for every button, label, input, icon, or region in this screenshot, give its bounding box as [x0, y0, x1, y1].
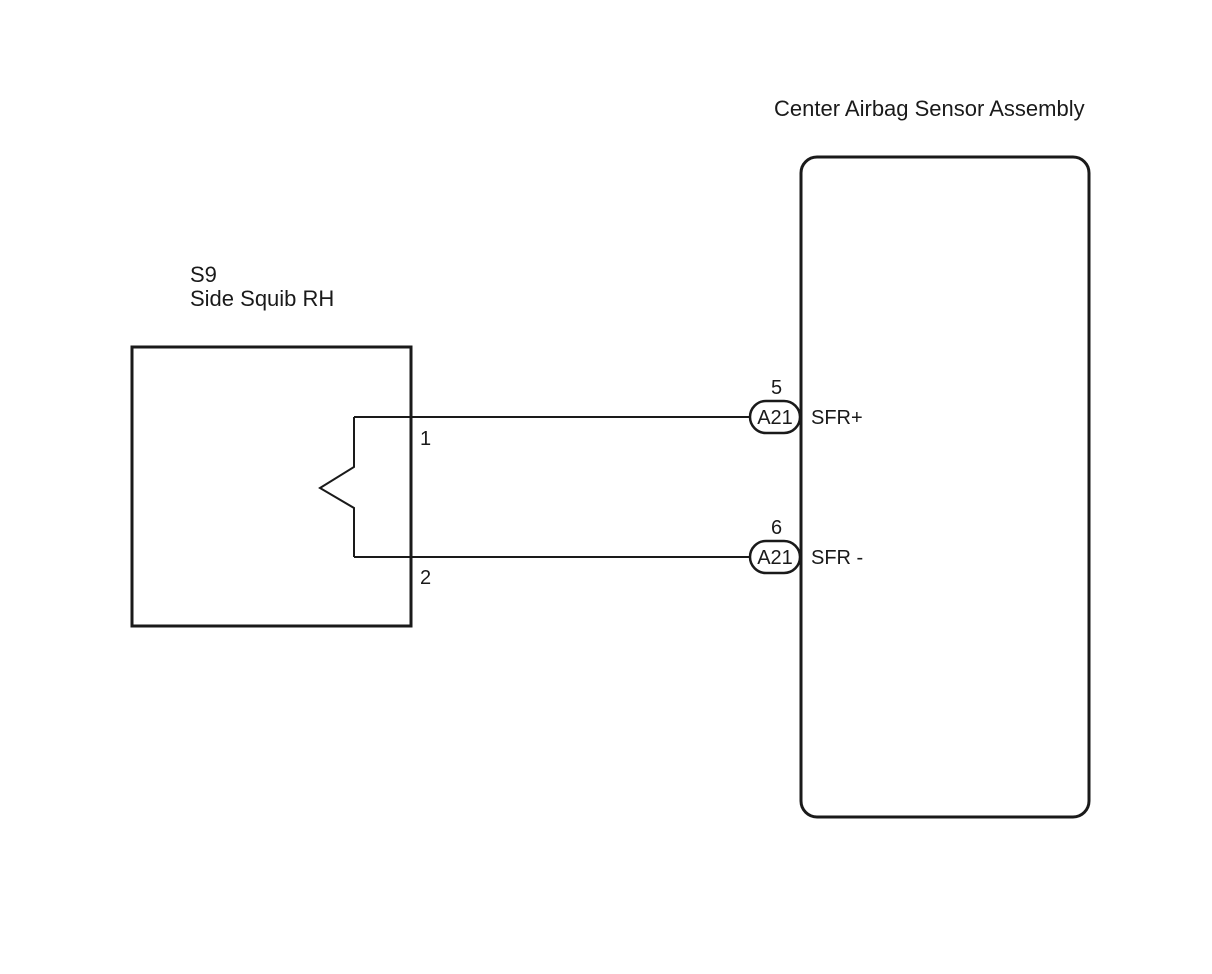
connector-label: A21 [757, 407, 793, 429]
squib-element [318, 417, 355, 557]
squib-code: S9 [190, 262, 217, 287]
ecu-box [799, 155, 1091, 819]
squib-pin-1: 1 [420, 428, 431, 450]
ecu-pin-6: 6 [771, 517, 782, 539]
connector-label: A21 [757, 547, 793, 569]
squib-name: Side Squib RH [190, 286, 334, 311]
signal-sfr-plus: SFR+ [811, 407, 863, 429]
squib-box [130, 345, 413, 628]
connector-oval [748, 399, 802, 435]
squib-pin-2: 2 [420, 567, 431, 589]
connector-oval [748, 539, 802, 575]
ecu-title: Center Airbag Sensor Assembly [774, 96, 1085, 121]
ecu-pin-5: 5 [771, 377, 782, 399]
signal-sfr-minus: SFR - [811, 547, 863, 569]
